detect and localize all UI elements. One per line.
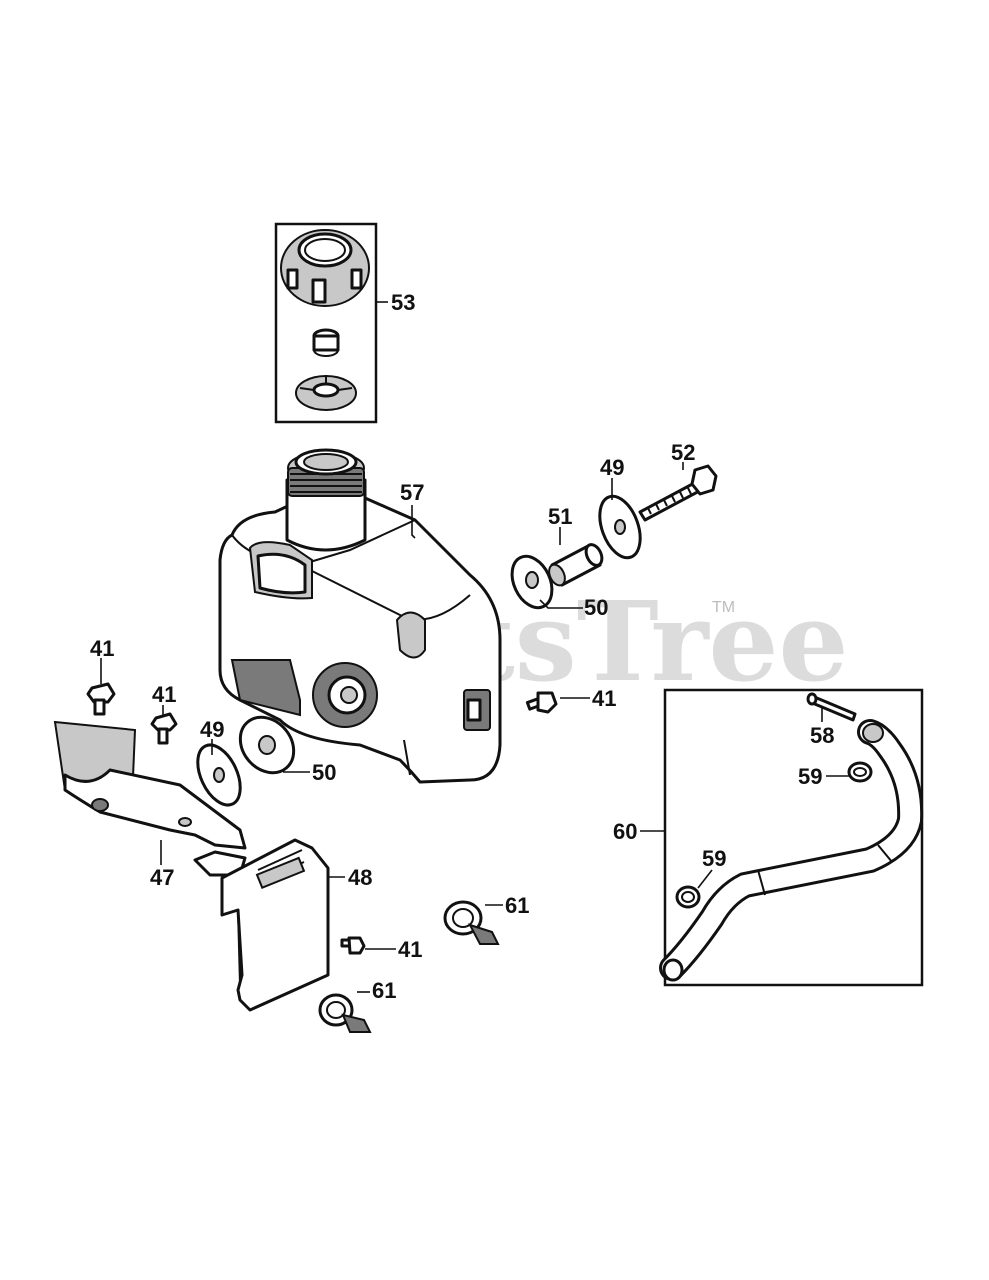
callout-53: 53 — [391, 290, 415, 315]
callout-41-b: 41 — [152, 682, 176, 707]
callout-58: 58 — [810, 723, 834, 748]
callout-48: 48 — [348, 865, 372, 890]
grommet-50-lower[interactable] — [229, 707, 304, 784]
fuel-tank[interactable] — [218, 448, 502, 784]
callout-60: 60 — [613, 819, 637, 844]
spacer-51[interactable] — [546, 542, 605, 588]
shield-plate-48[interactable] — [220, 838, 330, 1012]
callout-61-b: 61 — [372, 978, 396, 1003]
callout-50-lower: 50 — [312, 760, 336, 785]
bracket-47[interactable] — [53, 720, 247, 877]
callout-41-d: 41 — [398, 937, 422, 962]
fuel-line-kit[interactable] — [659, 688, 924, 987]
washer-49-lower[interactable] — [189, 738, 249, 811]
callout-57: 57 — [400, 480, 424, 505]
callout-41-c: 41 — [592, 686, 616, 711]
bolt-52[interactable] — [638, 464, 718, 522]
fuel-line-kit-box — [663, 688, 924, 987]
callout-41-a: 41 — [90, 636, 114, 661]
callout-61-a: 61 — [505, 893, 529, 918]
clip-61-b[interactable] — [318, 993, 372, 1033]
callout-labels: 53 57 52 49 51 50 41 41 41 41 49 50 47 4… — [90, 290, 834, 1003]
screw-41-a[interactable] — [86, 682, 116, 716]
screw-41-d[interactable] — [340, 936, 366, 955]
callout-52: 52 — [671, 440, 695, 465]
callout-49-lower: 49 — [200, 717, 224, 742]
trademark-symbol: TM — [712, 599, 735, 616]
callout-59-upper: 59 — [798, 764, 822, 789]
leader-lines — [100, 301, 850, 993]
fuel-cap-assembly[interactable] — [274, 222, 378, 424]
callout-51: 51 — [548, 504, 572, 529]
screw-41-c[interactable] — [525, 691, 558, 714]
callout-47: 47 — [150, 865, 174, 890]
callout-50-upper: 50 — [584, 595, 608, 620]
screw-41-b[interactable] — [150, 712, 178, 745]
cap-assembly-box — [274, 222, 378, 424]
clip-61-a[interactable] — [443, 900, 500, 945]
callout-59-lower: 59 — [702, 846, 726, 871]
grommet-50-upper[interactable] — [504, 550, 559, 614]
washer-49-upper[interactable] — [592, 491, 648, 563]
callout-49-upper: 49 — [600, 455, 624, 480]
